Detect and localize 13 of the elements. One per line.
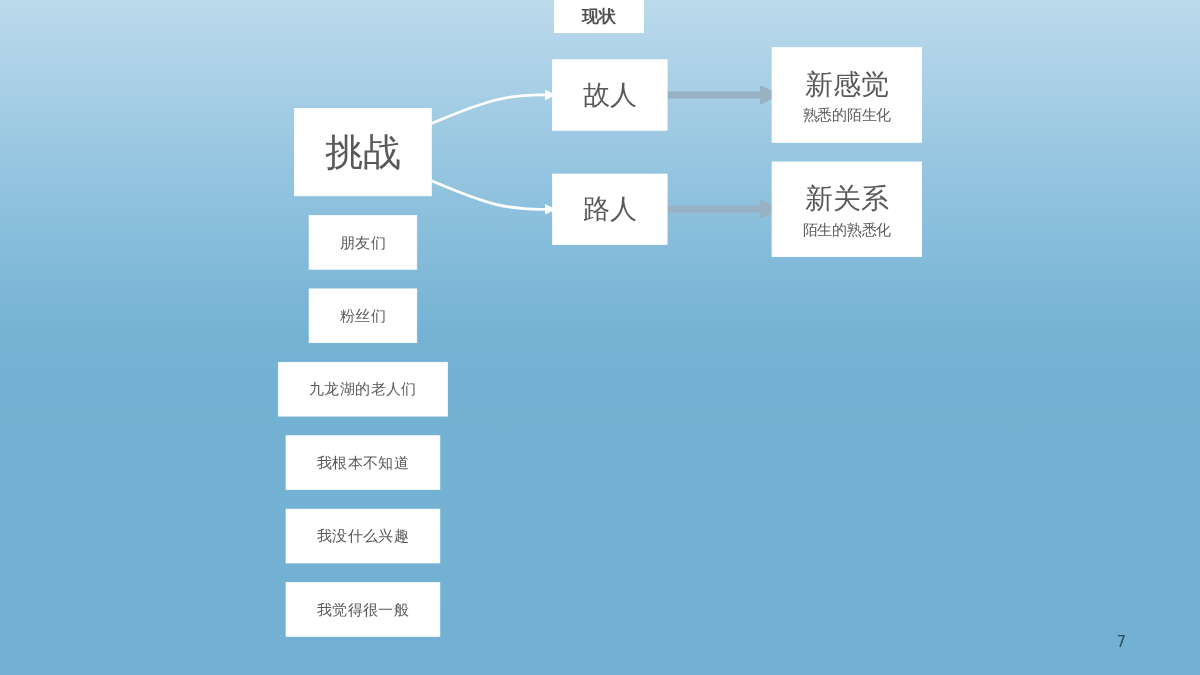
text-box: 故人 — [552, 59, 668, 131]
text-box: 路人 — [552, 173, 668, 245]
text-box: 我没什么兴趣 — [285, 508, 441, 564]
text-box: 粉丝们 — [308, 288, 418, 344]
text-box: 新关系 陌生的熟悉化 — [771, 161, 923, 258]
text-box: 九龙湖的老人们 — [277, 361, 448, 417]
text-box: 挑战 — [294, 108, 432, 197]
title: 现状 — [554, 0, 644, 33]
page-number: 7 — [1116, 633, 1126, 651]
text-box: 我觉得很一般 — [285, 582, 441, 637]
text-box: 我根本不知道 — [285, 435, 441, 490]
text-box: 新感觉 熟悉的陌生化 — [771, 47, 923, 143]
text-box: 朋友们 — [308, 215, 418, 270]
